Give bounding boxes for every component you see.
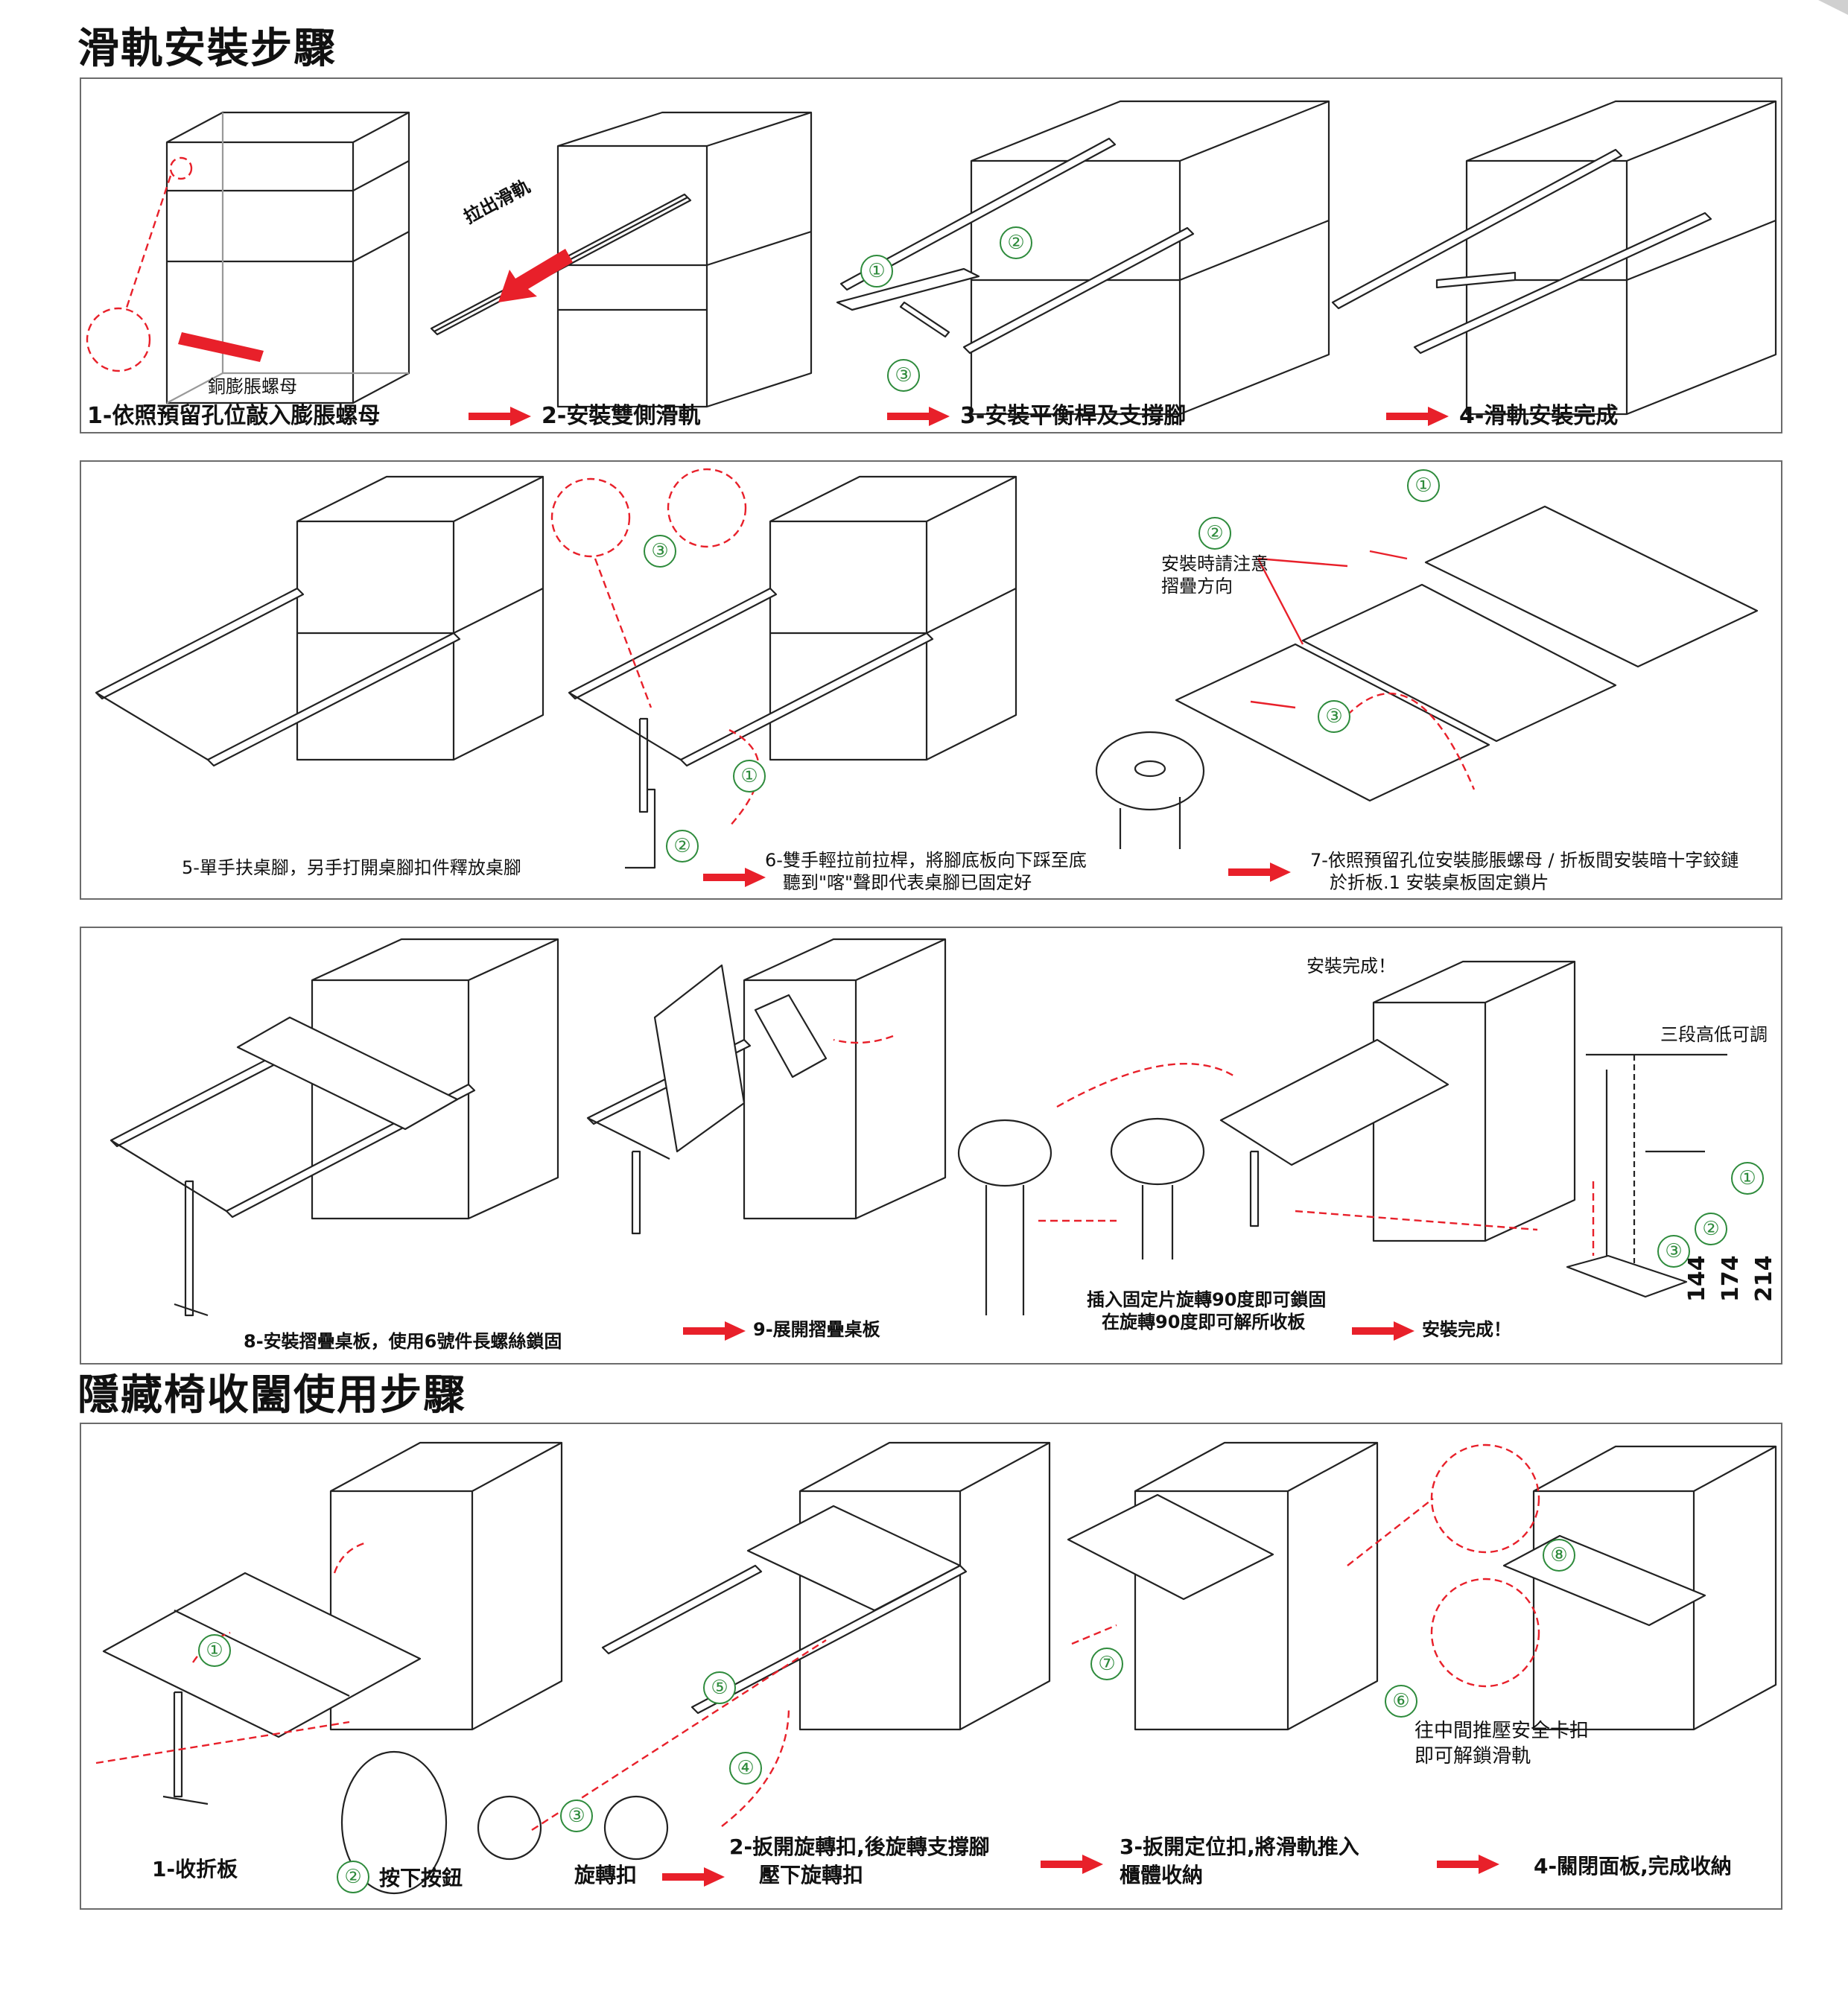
safety-line-1: 往中間推壓安全卡扣 xyxy=(1414,1720,1590,1742)
step-arrow-3 xyxy=(1437,1855,1499,1874)
marker-1: ① xyxy=(860,255,893,288)
step2-line-1: 2-扳開旋轉扣,後旋轉支撐腳 xyxy=(729,1834,990,1859)
marker-2: ② xyxy=(1000,226,1032,259)
step-arrow-2 xyxy=(1041,1855,1103,1874)
step3-label: 3-安裝平衡桿及支撐腳 xyxy=(960,403,1187,429)
table-install-illustrations xyxy=(95,468,1759,869)
press-button-label: 按下按鈕 xyxy=(379,1866,463,1890)
step-arrow-8 xyxy=(683,1321,746,1341)
lock-line-2: 在旋轉90度即可解所收板 xyxy=(1102,1312,1306,1332)
dim-144: 144 xyxy=(1684,1255,1710,1302)
chair-storage-panel: ① ② ③ ④ ⑤ ⑥ ⑦ ⑧ 往中間推壓安全卡扣 即可解鎖滑軌 1-收折板 按… xyxy=(80,1423,1782,1910)
cabinet-2-drawing xyxy=(556,111,813,408)
marker-2: ② xyxy=(666,830,699,863)
step-arrow-6 xyxy=(1228,863,1291,882)
table-install-panel: ③ ① ② ① ② ③ 安裝時請注意 摺疊方向 5-單手扶桌腳，另手打開桌腳扣件… xyxy=(80,460,1782,900)
rotate-buckle-label: 旋轉扣 xyxy=(574,1863,638,1887)
nut-label: 銅膨脹螺母 xyxy=(208,376,297,397)
corner-mark xyxy=(1818,0,1848,15)
step7-line-1: 7-依照預留孔位安裝膨脹螺母 / 折板間安裝暗十字鉸鏈 xyxy=(1310,850,1739,871)
step-arrow-1 xyxy=(469,407,531,426)
step-arrow-1 xyxy=(662,1867,725,1887)
step2-line-2: 壓下旋轉扣 xyxy=(759,1863,864,1887)
marker-8: ⑧ xyxy=(1543,1539,1575,1572)
step2-label: 2-安裝雙側滑軌 xyxy=(542,403,701,429)
step8-label: 8-安裝摺疊桌板，使用6號件長螺絲鎖固 xyxy=(244,1331,562,1352)
marker-1: ① xyxy=(198,1634,231,1667)
dim-174: 174 xyxy=(1718,1255,1744,1302)
done-bottom-label: 安裝完成！ xyxy=(1422,1319,1511,1340)
dim-214: 214 xyxy=(1751,1255,1777,1302)
note-line-1: 安裝時請注意 xyxy=(1161,553,1268,574)
step5-label: 5-單手扶桌腳，另手打開桌腳扣件釋放桌腳 xyxy=(182,857,521,878)
step6-line-2: 聽到"喀"聲即代表桌腳已固定好 xyxy=(783,872,1032,893)
done-top-label: 安裝完成！ xyxy=(1306,956,1396,976)
marker-4: ④ xyxy=(729,1752,762,1785)
table-assembly-illustrations xyxy=(109,938,1727,1317)
step-arrow-2 xyxy=(887,407,950,426)
chair-storage-heading: 隱藏椅收闔使用步驟 xyxy=(77,1371,466,1420)
chair-storage-illustrations xyxy=(95,1441,1777,1895)
height-adjust-label: 三段高低可調 xyxy=(1660,1024,1768,1045)
step1-label: 1-收折板 xyxy=(152,1857,238,1881)
step6-line-1: 6-雙手輕拉前拉桿，將腳底板向下踩至底 xyxy=(765,850,1087,871)
rail-install-panel: 銅膨脹螺母 拉出滑軌 ① ② ③ 1-依照預留孔位敲入膨脹螺母 2-安裝雙側滑軌… xyxy=(80,77,1782,433)
rail-install-illustrations xyxy=(86,100,1777,416)
step1-label: 1-依照預留孔位敲入膨脹螺母 xyxy=(87,403,381,429)
marker-7: ⑦ xyxy=(1090,1648,1123,1680)
step4-label: 4-滑軌安裝完成 xyxy=(1459,403,1619,429)
safety-line-2: 即可解鎖滑軌 xyxy=(1414,1745,1531,1767)
marker-2: ② xyxy=(1695,1213,1727,1245)
marker-2b: ② xyxy=(1198,517,1231,550)
marker-5: ⑤ xyxy=(703,1671,736,1704)
marker-3: ③ xyxy=(644,535,676,568)
step7-line-2: 於折板.1 安裝桌板固定鎖片 xyxy=(1330,872,1549,893)
marker-3: ③ xyxy=(560,1799,593,1832)
step9-label: 9-展開摺疊桌板 xyxy=(753,1319,880,1340)
rail-install-heading: 滑軌安裝步驟 xyxy=(77,25,337,73)
step3-line-2: 櫃體收納 xyxy=(1120,1863,1204,1887)
cabinet-1-drawing xyxy=(165,111,410,404)
marker-1: ① xyxy=(733,760,766,792)
table-assembly-panel: 安裝完成！ 三段高低可調 ① ② ③ 144 174 214 插入固定片旋轉90… xyxy=(80,927,1782,1365)
marker-3: ③ xyxy=(1657,1235,1690,1268)
marker-1: ① xyxy=(1731,1162,1764,1195)
marker-2: ② xyxy=(337,1861,369,1893)
step-arrow-5 xyxy=(703,868,766,887)
step3-line-1: 3-扳開定位扣,將滑軌推入 xyxy=(1120,1834,1359,1859)
note-line-2: 摺疊方向 xyxy=(1161,576,1233,597)
step4-label: 4-關閉面板,完成收納 xyxy=(1534,1854,1732,1878)
marker-3: ③ xyxy=(887,359,920,392)
marker-1b: ① xyxy=(1407,469,1440,502)
marker-3b: ③ xyxy=(1318,700,1350,733)
marker-6: ⑥ xyxy=(1385,1685,1417,1718)
step-arrow-3 xyxy=(1386,407,1449,426)
lock-line-1: 插入固定片旋轉90度即可鎖固 xyxy=(1087,1289,1327,1310)
step-arrow-9 xyxy=(1352,1321,1414,1341)
